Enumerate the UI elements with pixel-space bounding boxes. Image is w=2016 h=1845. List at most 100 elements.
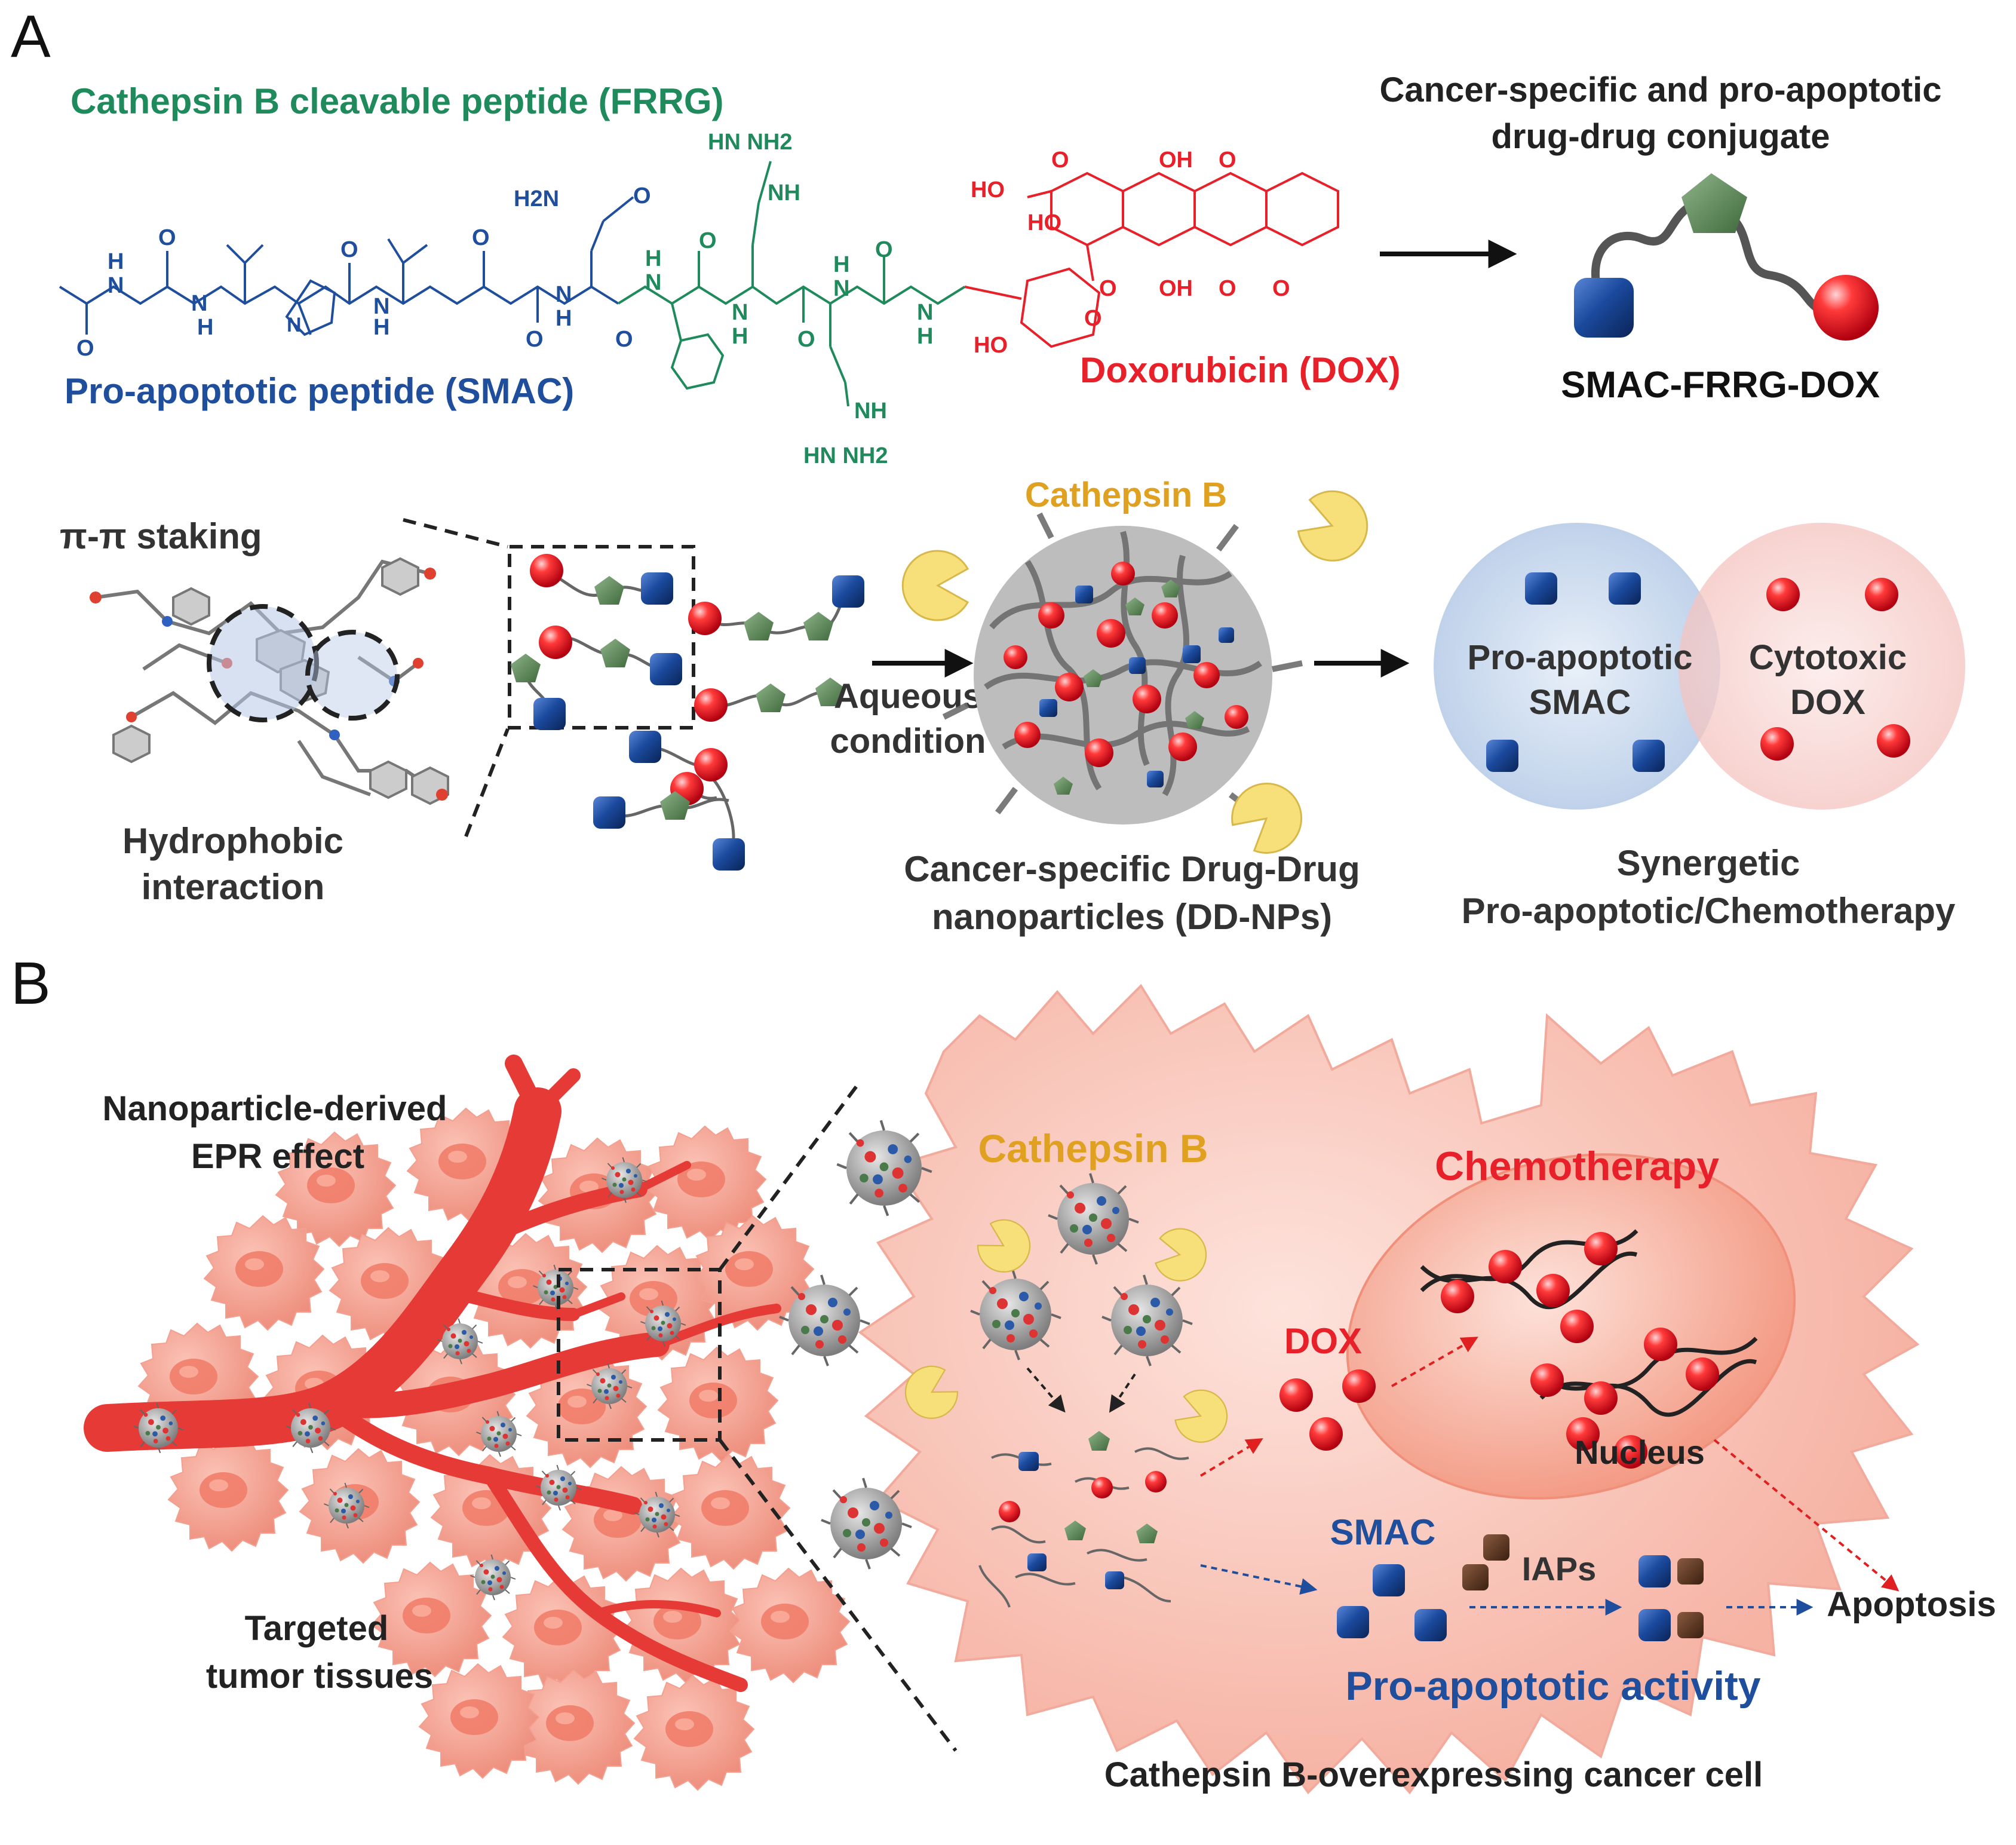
svg-text:N: N bbox=[917, 300, 933, 325]
tissue-zoom-box bbox=[557, 1268, 722, 1442]
chemotherapy-label: Chemotherapy bbox=[1435, 1144, 1719, 1189]
hydrophobic-label-2: interaction bbox=[142, 867, 325, 907]
svg-text:O: O bbox=[1084, 306, 1102, 331]
zoom-line-top bbox=[403, 518, 508, 548]
smac-cube-icon bbox=[1574, 278, 1634, 338]
nucleus-to-apoptosis-arrow bbox=[1713, 1439, 1900, 1592]
svg-text:H: H bbox=[833, 252, 849, 277]
conjugate-title-line2: drug-drug conjugate bbox=[1491, 117, 1830, 156]
svg-text:N: N bbox=[191, 291, 207, 316]
panel-b-letter: B bbox=[11, 950, 51, 1017]
iaps-label: IAPs bbox=[1522, 1550, 1597, 1587]
smac-label: Pro-apoptotic peptide (SMAC) bbox=[65, 371, 574, 411]
svg-text:NH: NH bbox=[768, 180, 800, 206]
tissue-label-2: tumor tissues bbox=[206, 1657, 433, 1696]
svg-text:H: H bbox=[917, 324, 933, 349]
panel-a-letter: A bbox=[11, 3, 51, 70]
conjugate-name: SMAC-FRRG-DOX bbox=[1561, 364, 1880, 406]
svg-text:HO: HO bbox=[971, 177, 1005, 203]
venn-left-label-2: SMAC bbox=[1529, 683, 1631, 722]
zoom-box bbox=[508, 545, 695, 730]
venn-diagram bbox=[1434, 523, 1965, 810]
conjugate-title-line1: Cancer-specific and pro-apoptotic bbox=[1379, 71, 1941, 109]
blood-vessels bbox=[84, 1055, 781, 1692]
dox-to-nucleus-arrow bbox=[1391, 1337, 1478, 1387]
dox-label-b: DOX bbox=[1284, 1321, 1362, 1361]
stacking-circle bbox=[207, 604, 319, 722]
cathepsin-enzyme-icon bbox=[901, 550, 969, 621]
svg-text:H: H bbox=[732, 324, 748, 349]
svg-text:O: O bbox=[1051, 148, 1069, 173]
hydrophobic-circle bbox=[305, 630, 400, 721]
svg-text:H: H bbox=[197, 315, 213, 340]
dox-label: Doxorubicin (DOX) bbox=[1080, 350, 1401, 390]
svg-text:H: H bbox=[556, 306, 572, 331]
release-arrow-left bbox=[1026, 1367, 1066, 1413]
svg-text:N: N bbox=[645, 270, 661, 295]
svg-text:NH: NH bbox=[854, 399, 887, 424]
tissue-label-1: Targeted bbox=[245, 1609, 389, 1648]
hydrophobic-label-1: Hydrophobic bbox=[122, 821, 343, 861]
svg-text:N: N bbox=[373, 294, 389, 319]
svg-text:N: N bbox=[556, 282, 572, 307]
venn-right-label-2: DOX bbox=[1790, 683, 1865, 722]
svg-text:N: N bbox=[833, 276, 849, 301]
svg-text:O: O bbox=[1219, 148, 1236, 173]
aqueous-label-2: condition bbox=[830, 722, 986, 761]
synergy-label-2: Pro-apoptotic/Chemotherapy bbox=[1462, 891, 1956, 931]
venn-left-label-1: Pro-apoptotic bbox=[1468, 638, 1693, 677]
epr-label-2: EPR effect bbox=[191, 1137, 364, 1176]
conjugate-molecules bbox=[511, 554, 864, 871]
cathepsin-label-b: Cathepsin B bbox=[978, 1126, 1208, 1170]
nucleus-label: Nucleus bbox=[1575, 1433, 1705, 1471]
svg-text:O: O bbox=[1219, 276, 1236, 301]
pro-apoptotic-activity-label: Pro-apoptotic activity bbox=[1345, 1663, 1760, 1709]
zoom-line-bottom bbox=[464, 728, 510, 838]
svg-text:HO: HO bbox=[974, 333, 1008, 358]
epr-label-1: Nanoparticle-derived bbox=[103, 1089, 447, 1128]
dox-sphere-icon bbox=[1279, 1378, 1313, 1412]
svg-text:O: O bbox=[472, 225, 490, 250]
svg-text:N: N bbox=[108, 273, 124, 298]
svg-text:O: O bbox=[158, 225, 176, 250]
frrg-pentagon-icon bbox=[1681, 173, 1747, 233]
cathepsin-enzyme-icon bbox=[1291, 482, 1378, 572]
tissue-zoom-line-top bbox=[718, 1080, 862, 1271]
svg-text:H2N: H2N bbox=[514, 186, 559, 212]
svg-text:O: O bbox=[76, 336, 94, 361]
venn-right-label-1: Cytotoxic bbox=[1749, 638, 1907, 677]
smac-frrg-dox-structure: O O HN HN N O HN O O HN H2N O O O HN bbox=[59, 130, 1339, 468]
svg-text:HN NH2: HN NH2 bbox=[803, 443, 888, 468]
smac-label-b: SMAC bbox=[1330, 1512, 1436, 1552]
svg-text:O: O bbox=[526, 327, 544, 352]
dox-sphere-icon bbox=[1342, 1369, 1376, 1403]
svg-text:O: O bbox=[1272, 276, 1290, 301]
svg-text:OH: OH bbox=[1159, 148, 1193, 173]
svg-text:O: O bbox=[797, 327, 815, 352]
nanoparticle-label-2: nanoparticles (DD-NPs) bbox=[932, 897, 1332, 937]
dna-helix-icon bbox=[1420, 1229, 1758, 1417]
svg-text:O: O bbox=[1099, 276, 1117, 301]
svg-text:O: O bbox=[340, 237, 358, 262]
svg-text:OH: OH bbox=[1159, 276, 1193, 301]
dox-sphere-icon bbox=[1813, 275, 1879, 341]
cell-caption: Cathepsin B-overexpressing cancer cell bbox=[1104, 1755, 1763, 1794]
conjugate-icon bbox=[1574, 173, 1879, 341]
svg-text:O: O bbox=[615, 327, 633, 352]
svg-text:N: N bbox=[287, 314, 302, 336]
released-fragments bbox=[978, 1431, 1189, 1608]
svg-text:O: O bbox=[633, 183, 651, 209]
dox-release-arrow bbox=[1199, 1438, 1263, 1477]
dd-nanoparticle bbox=[942, 512, 1303, 825]
smac-release-arrow bbox=[1200, 1564, 1318, 1595]
apoptosis-label: Apoptosis bbox=[1827, 1585, 1996, 1624]
svg-text:HN NH2: HN NH2 bbox=[708, 130, 792, 155]
svg-text:H: H bbox=[373, 315, 389, 340]
svg-text:O: O bbox=[875, 237, 893, 262]
svg-text:HO: HO bbox=[1027, 210, 1061, 235]
release-arrow-right bbox=[1109, 1373, 1136, 1413]
svg-text:O: O bbox=[699, 228, 717, 253]
tissue-zoom-line-bottom bbox=[718, 1439, 958, 1752]
dox-sphere-icon bbox=[1309, 1417, 1343, 1451]
